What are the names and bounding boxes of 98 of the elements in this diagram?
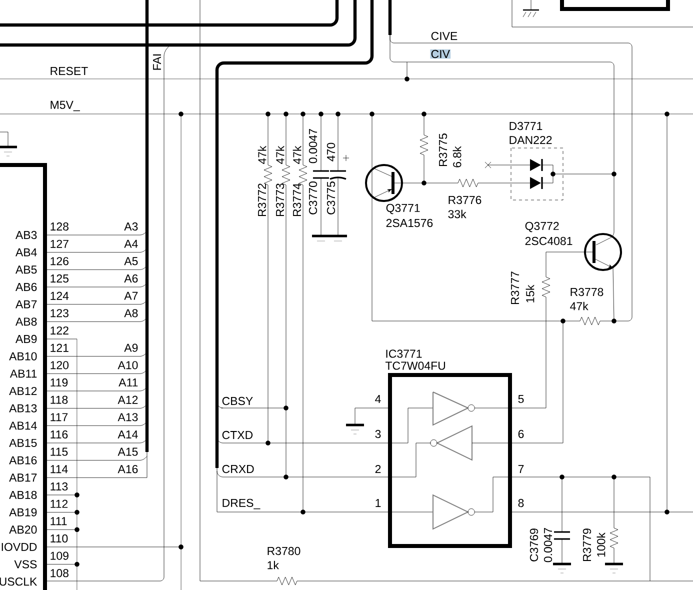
pin-number: 121 <box>50 344 68 352</box>
component-label: Q3771 <box>386 204 420 214</box>
signal-name: A11 <box>118 378 138 386</box>
signal-name: CBSY <box>222 396 253 406</box>
component-label: R3780 <box>268 546 300 556</box>
component-value: 2SA1576 <box>386 218 433 228</box>
pin-number: 119 <box>50 378 68 387</box>
component-label: R3776 <box>448 196 482 204</box>
signal-name: A14 <box>118 430 138 438</box>
pin-name: AB16 <box>9 456 37 464</box>
pin-name: AB17 <box>9 474 37 482</box>
signal-name: RESET <box>50 66 88 76</box>
pin-number: 113 <box>50 482 68 491</box>
component-label: R3777 <box>510 272 520 304</box>
node-label: TC7W04FU <box>385 362 446 370</box>
pin-name: AB20 <box>9 526 37 534</box>
component-value: 47k <box>570 302 588 310</box>
pin-number: 110 <box>50 534 68 543</box>
pin-name: AB10 <box>9 352 37 360</box>
component-label: R3772 <box>258 184 266 216</box>
pin-number: 120 <box>50 361 69 370</box>
pin-number: 111 <box>50 517 67 526</box>
signal-name: CRXD <box>222 464 254 474</box>
component-value: 33k <box>448 210 466 218</box>
component-value: 6.8k <box>452 146 462 168</box>
component-value: 0.0047 <box>308 129 318 164</box>
signal-name: A13 <box>118 413 138 422</box>
pin-name: AB13 <box>9 404 37 412</box>
component-value: 15k <box>526 284 534 302</box>
pin-name: AB6 <box>15 282 37 292</box>
pin-number: 114 <box>50 465 68 474</box>
pin-number: 118 <box>50 396 68 404</box>
signal-name: A10 <box>118 361 138 370</box>
signal-name: A12 <box>118 396 138 404</box>
component-label: R3775 <box>438 134 448 166</box>
pin-name: USCLK <box>0 578 38 586</box>
signal-name: A4 <box>124 240 138 248</box>
pin-number: 112 <box>50 500 68 508</box>
component-label: D3771 <box>510 122 542 130</box>
signal-name: M5V_ <box>50 100 80 112</box>
pin-number: 108 <box>50 569 68 578</box>
pin-name: AB5 <box>15 266 37 274</box>
component-label: C3775 <box>326 182 336 214</box>
pin-name: AB14 <box>9 422 37 430</box>
signal-name: A9 <box>124 344 138 352</box>
pin-number: 109 <box>50 552 68 560</box>
pin-number: 124 <box>50 292 69 300</box>
signal-name: A8 <box>124 309 138 318</box>
component-value: DAN222 <box>510 136 552 144</box>
pin-name: AB19 <box>9 508 37 516</box>
pin-number: 123 <box>50 309 68 318</box>
component-label: R3779 <box>582 528 592 561</box>
signal-name: DRES_ <box>222 498 260 510</box>
signal-name: A15 <box>118 448 138 456</box>
signal-name: CIVE <box>431 32 458 40</box>
pin-number: 117 <box>50 413 68 422</box>
component-value: 47k <box>292 146 302 164</box>
pin-name: AB4 <box>15 248 37 256</box>
signal-name: A6 <box>124 274 138 283</box>
signal-name: A7 <box>124 292 138 300</box>
pin-number: 126 <box>50 257 68 266</box>
component-label: R3773 <box>276 184 284 216</box>
signal-name: A5 <box>124 257 138 266</box>
pin-number: 127 <box>50 240 68 248</box>
pin-name: AB11 <box>10 370 37 378</box>
component-label: C3770 <box>308 182 318 214</box>
pin-number: 125 <box>50 274 68 283</box>
component-value: 1k <box>268 560 279 570</box>
signal-name: FAI <box>153 54 161 70</box>
pin-name: AB18 <box>9 490 37 500</box>
pin-number: 122 <box>50 326 68 334</box>
pin-number: 128 <box>50 222 68 231</box>
component-label: C3769 <box>530 528 538 562</box>
pin-number: 116 <box>50 430 68 439</box>
component-value: 0.0047 <box>544 528 552 562</box>
component-label: Q3772 <box>525 222 559 232</box>
pin-number: 115 <box>50 448 68 456</box>
pin-name: AB15 <box>9 438 37 447</box>
component-value: 47k <box>258 146 266 164</box>
pin-name: AB8 <box>15 318 37 326</box>
pin-name: IOVDD <box>2 542 37 552</box>
signal-name: A16 <box>118 465 138 474</box>
component-value: 47k <box>276 146 284 164</box>
signal-name: CTXD <box>222 430 253 440</box>
pin-name: AB3 <box>15 230 37 240</box>
component-label: R3774 <box>292 183 302 216</box>
ic-box: IC3771 TC7W04FU <box>385 350 512 548</box>
component-label: R3778 <box>570 288 604 296</box>
pin-name: AB9 <box>15 334 37 344</box>
component-value: 2SC4081 <box>525 236 572 246</box>
pin-name: AB12 <box>9 386 37 395</box>
pin-name: AB7 <box>15 300 37 308</box>
signal-name: A3 <box>124 222 138 231</box>
signal-name: CIV <box>430 49 451 59</box>
node-label: IC3771 <box>386 350 422 358</box>
pin-name: VSS <box>14 560 37 568</box>
component-value: 100k <box>596 532 606 557</box>
component-value: 470 <box>326 142 336 162</box>
